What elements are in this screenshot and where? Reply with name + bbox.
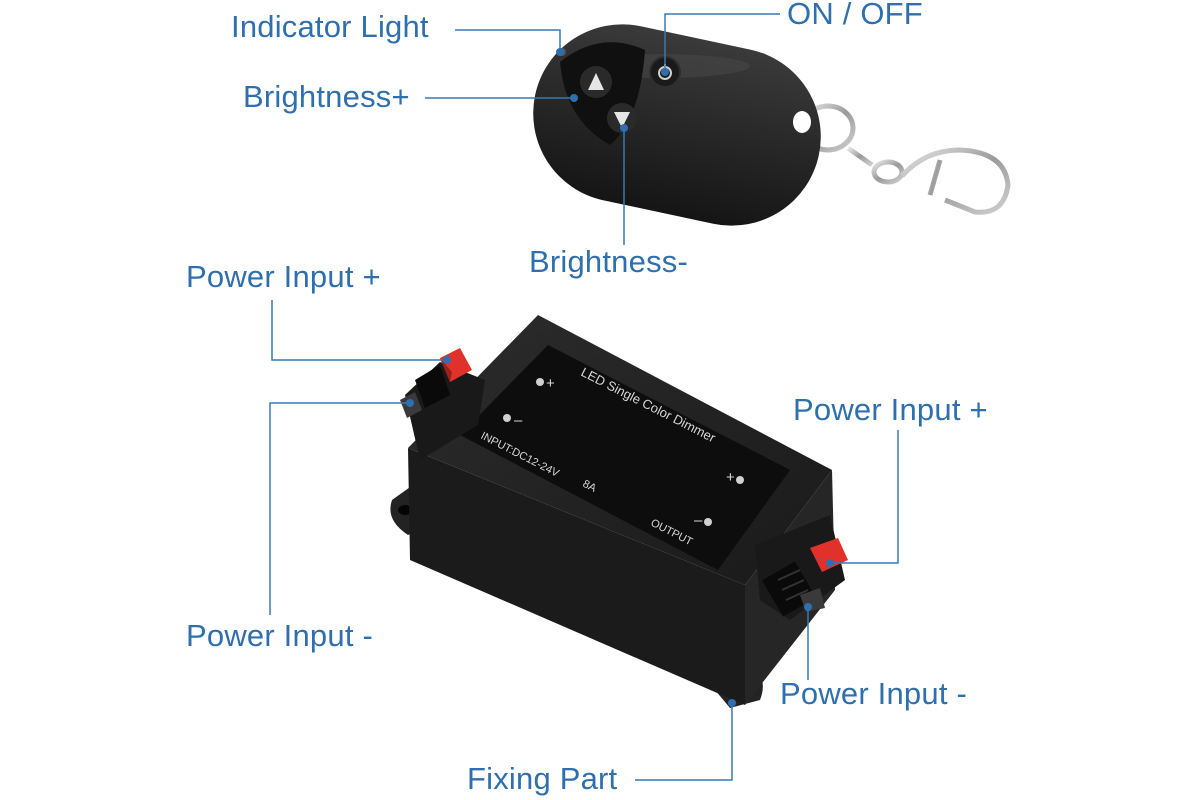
callout-power-input-minus-left: Power Input -: [186, 618, 373, 653]
triangle-down-icon: [614, 112, 630, 128]
plate-dots: [503, 378, 744, 526]
leader-power-plus-left: [271, 300, 447, 361]
leader-lines: [269, 13, 899, 781]
label-plate: [460, 345, 790, 570]
plate-minus-right: –: [694, 512, 703, 529]
callout-on-off: ON / OFF: [787, 0, 923, 31]
callout-power-input-plus-right: Power Input +: [793, 392, 988, 427]
terminal-slots: [777, 569, 809, 601]
remote-control: [533, 24, 1011, 226]
triangle-up-icon: [588, 73, 604, 90]
leader-power-minus-left: [269, 402, 410, 615]
leader-dots: [406, 48, 834, 707]
leader-power-plus-right: [830, 430, 899, 564]
callout-brightness-minus: Brightness-: [529, 244, 688, 279]
brightness-down-button[interactable]: [607, 103, 637, 133]
box-front-face: [408, 448, 745, 705]
callout-fixing-part: Fixing Part: [467, 761, 618, 796]
output-terminal: [755, 515, 848, 620]
leader-indicator-light: [455, 29, 561, 52]
leader-fixing-part: [635, 703, 733, 781]
callout-indicator-light: Indicator Light: [231, 9, 429, 44]
leader-on-off: [664, 13, 780, 72]
remote-body: [533, 24, 821, 226]
callout-power-input-minus-right: Power Input -: [780, 676, 967, 711]
plate-plus-right: +: [726, 469, 735, 486]
callout-brightness-plus: Brightness+: [243, 79, 410, 114]
plate-minus-left: –: [514, 412, 523, 429]
brightness-up-button[interactable]: [580, 66, 612, 98]
callout-power-input-plus-left: Power Input +: [186, 259, 381, 294]
dimmer-box: + – + – LED Single Color Dimmer INPUT:DC…: [390, 315, 848, 708]
plate-plus-left: +: [546, 375, 555, 392]
plate-current: 8A: [581, 478, 599, 495]
keyring-hole: [793, 111, 811, 133]
key-ring: [800, 103, 1011, 215]
input-terminal: [400, 348, 485, 460]
